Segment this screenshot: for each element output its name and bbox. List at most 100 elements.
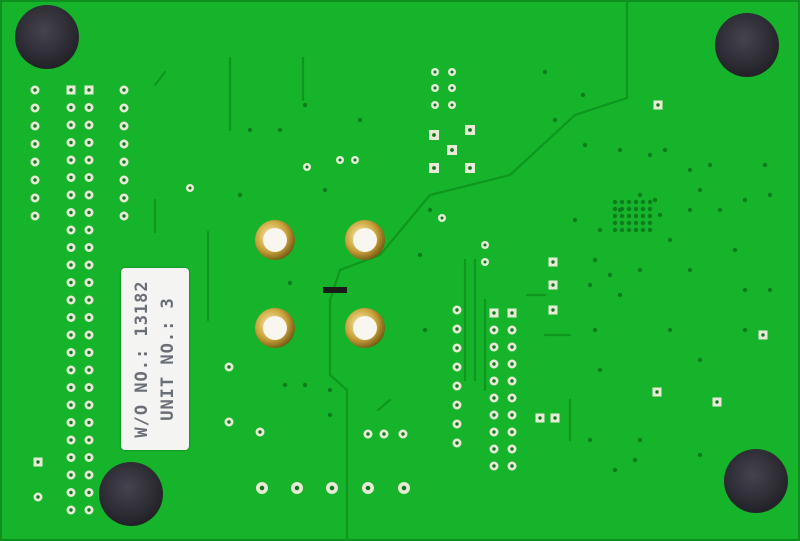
via (767, 192, 773, 198)
via (612, 227, 618, 233)
via (640, 220, 646, 226)
via (619, 220, 625, 226)
rubber-foot (99, 462, 163, 526)
via (597, 367, 603, 373)
via (417, 252, 423, 258)
via (707, 162, 713, 168)
via (626, 206, 632, 212)
via (626, 220, 632, 226)
via (633, 213, 639, 219)
via (662, 147, 668, 153)
via (647, 152, 653, 158)
via (687, 267, 693, 273)
via (647, 227, 653, 233)
via (697, 357, 703, 363)
via (542, 69, 548, 75)
work-order-sticker: W/O NO.: 13182 UNIT NO.: 3 (121, 268, 189, 450)
solder-pads (30, 68, 773, 515)
via (247, 127, 253, 133)
via (619, 199, 625, 205)
via (619, 213, 625, 219)
via (612, 467, 618, 473)
via (427, 207, 433, 213)
via (582, 142, 588, 148)
via (633, 220, 639, 226)
via (587, 437, 593, 443)
via (647, 220, 653, 226)
rubber-foot (724, 449, 788, 513)
via (697, 452, 703, 458)
via (640, 206, 646, 212)
via (327, 412, 333, 418)
via (667, 237, 673, 243)
via (612, 199, 618, 205)
via (552, 117, 558, 123)
via (287, 280, 293, 286)
via (607, 272, 613, 278)
via (592, 257, 598, 263)
via (612, 213, 618, 219)
via (633, 227, 639, 233)
via (619, 227, 625, 233)
via (572, 217, 578, 223)
via (633, 206, 639, 212)
via (657, 212, 663, 218)
via (632, 457, 638, 463)
via (762, 162, 768, 168)
via (697, 187, 703, 193)
via (640, 227, 646, 233)
work-order-number: W/O NO.: 13182 (132, 280, 152, 438)
trace (376, 398, 392, 412)
via (717, 207, 723, 213)
via (626, 227, 632, 233)
via (422, 327, 428, 333)
via (687, 207, 693, 213)
via (640, 199, 646, 205)
rubber-feet (15, 5, 788, 526)
via (277, 127, 283, 133)
copper-traces (153, 0, 629, 541)
via (637, 267, 643, 273)
mounting-holes (255, 220, 385, 348)
via (647, 199, 653, 205)
via (612, 206, 618, 212)
via (322, 187, 328, 193)
via (742, 327, 748, 333)
via (652, 197, 658, 203)
via (302, 382, 308, 388)
via (580, 92, 586, 98)
via (633, 199, 639, 205)
via (592, 327, 598, 333)
via (617, 292, 623, 298)
via (282, 382, 288, 388)
rubber-foot (15, 5, 79, 69)
via (742, 197, 748, 203)
via (619, 206, 625, 212)
via (612, 220, 618, 226)
via (587, 282, 593, 288)
via (640, 213, 646, 219)
via (687, 167, 693, 173)
trace (153, 70, 167, 87)
via (597, 227, 603, 233)
trace (328, 0, 629, 541)
via (302, 102, 308, 108)
smd-marker (323, 287, 347, 293)
via (742, 287, 748, 293)
via (732, 247, 738, 253)
unit-number: UNIT NO.: 3 (158, 297, 178, 421)
via (617, 147, 623, 153)
rubber-foot (715, 13, 779, 77)
via (647, 206, 653, 212)
via (327, 387, 333, 393)
via (667, 327, 673, 333)
via (626, 199, 632, 205)
via (237, 192, 243, 198)
via (767, 287, 773, 293)
via (357, 117, 363, 123)
via (637, 437, 643, 443)
